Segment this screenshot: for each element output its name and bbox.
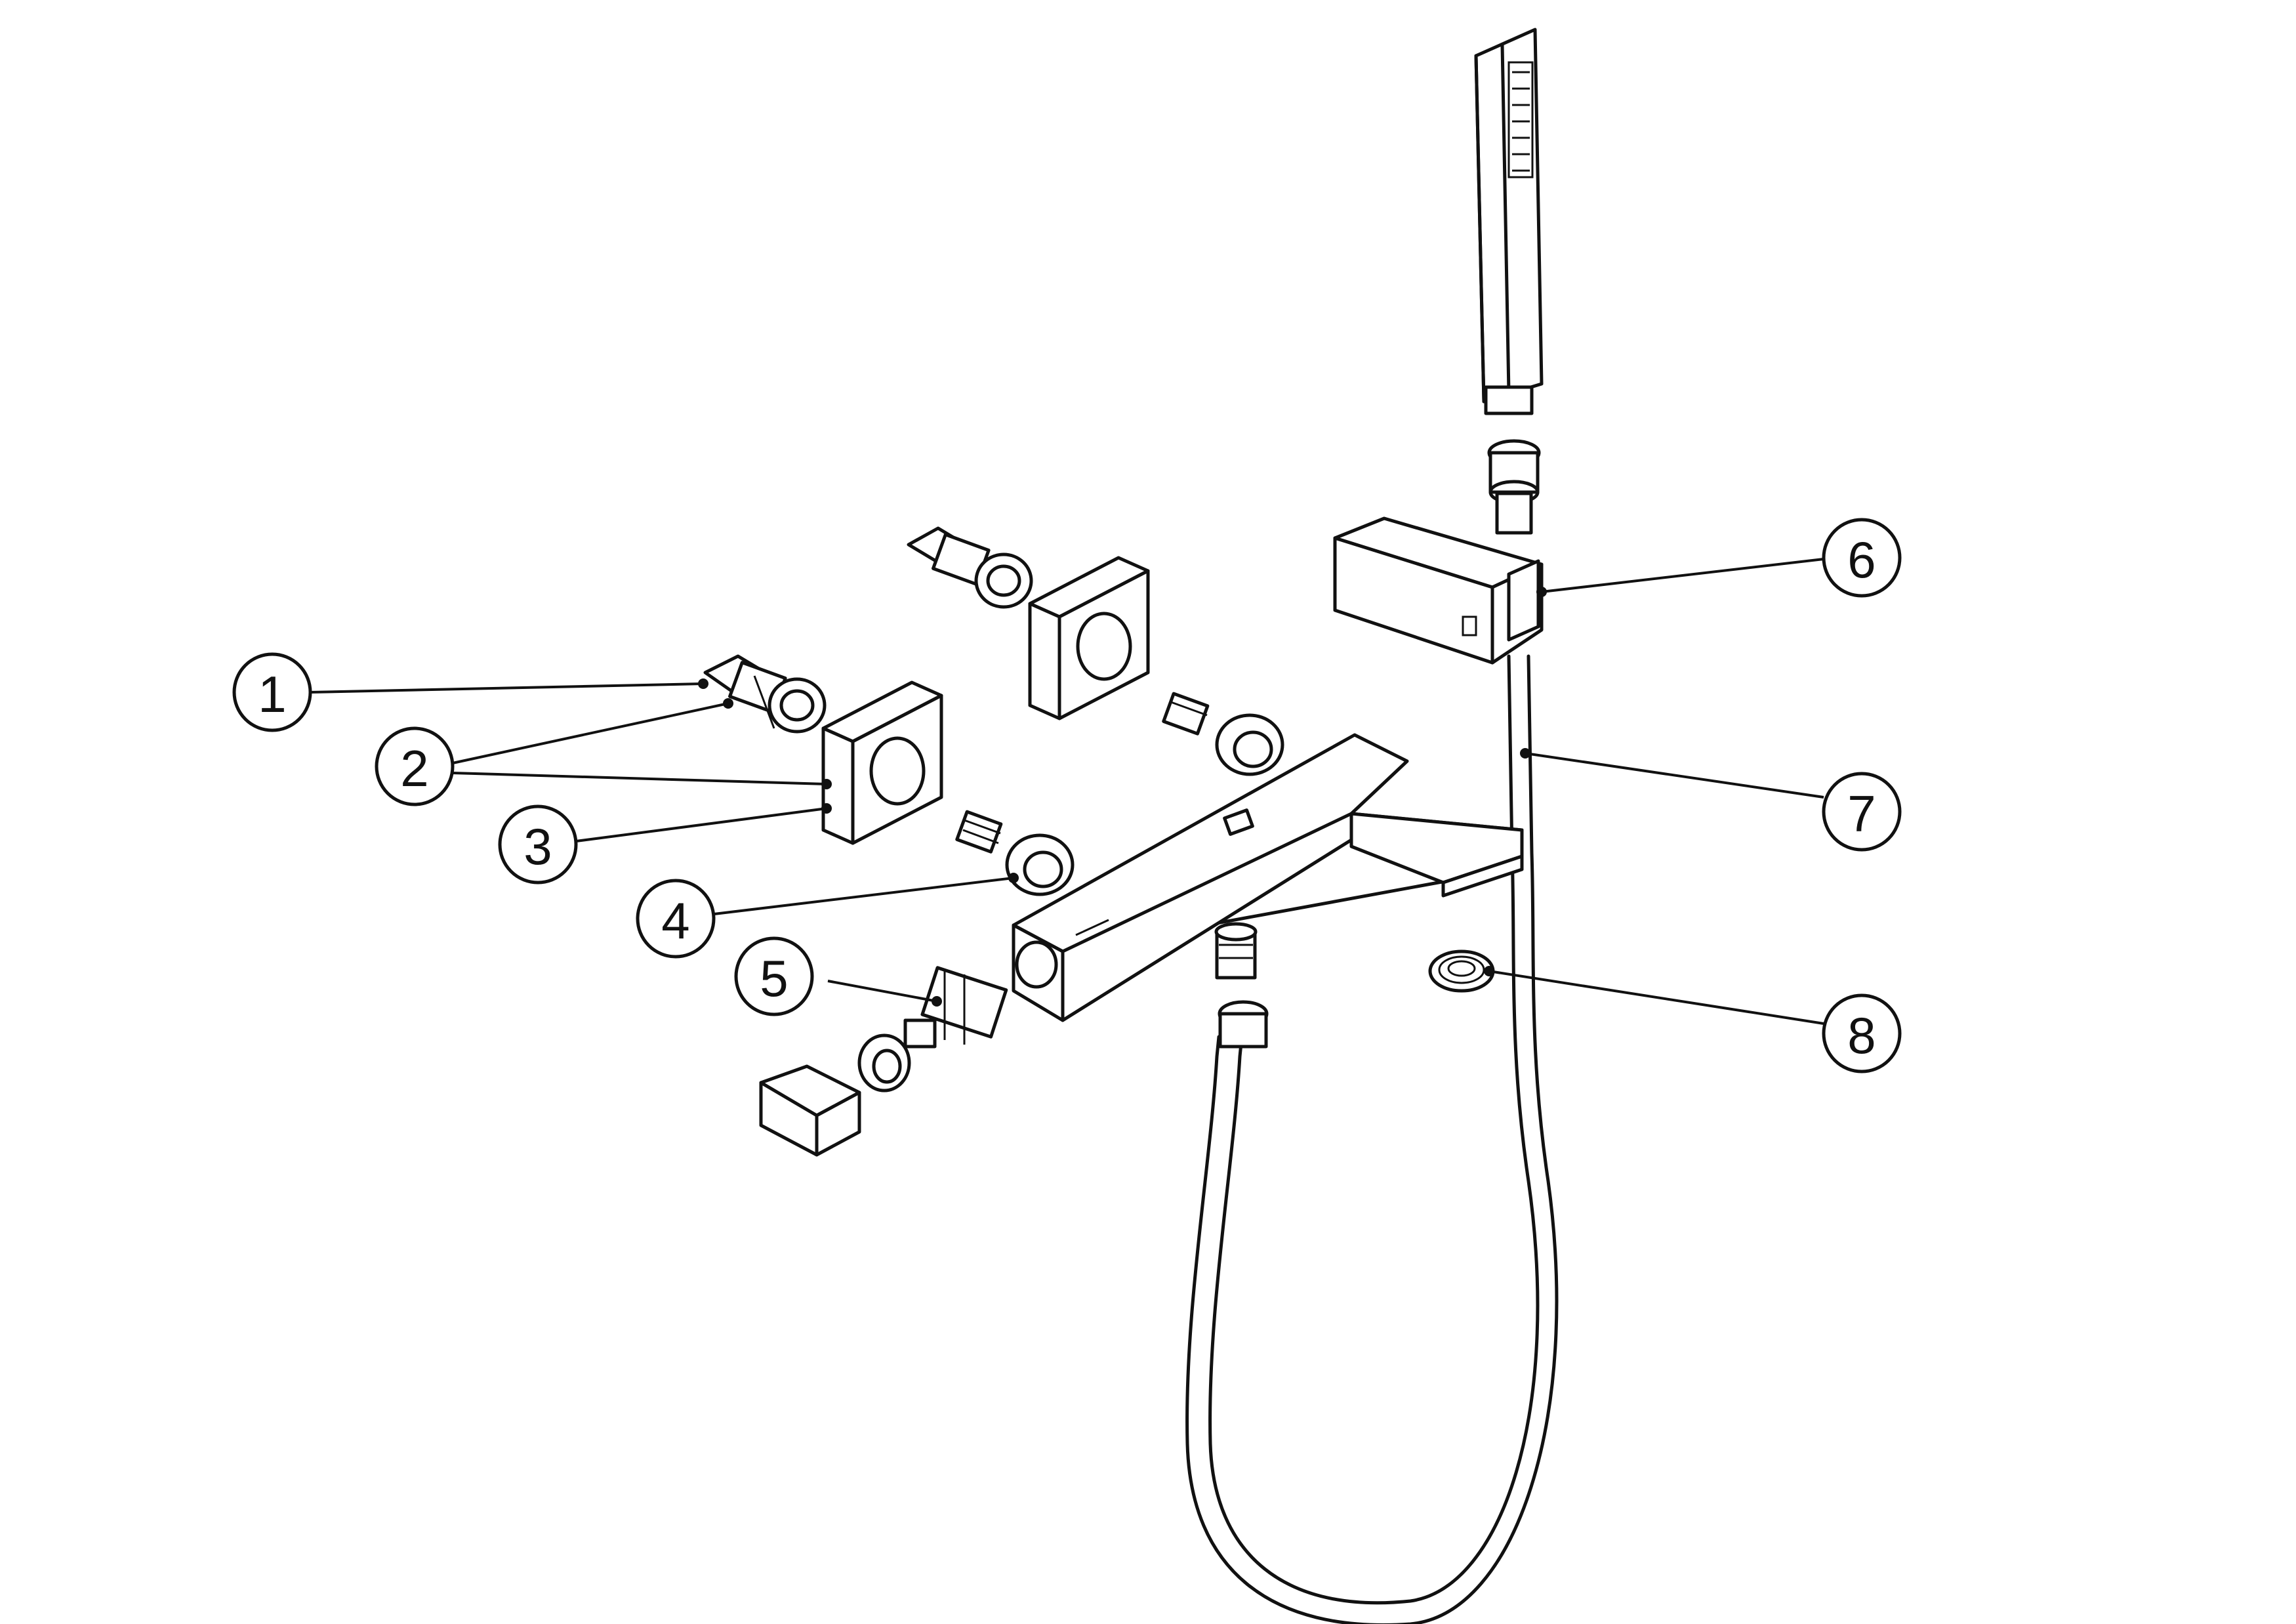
svg-text:3: 3 [523,818,552,875]
hose-nut-top [1487,439,1541,535]
svg-text:1: 1 [258,665,286,723]
rosette-right [1028,556,1150,720]
hose-connector [1214,922,1269,1049]
svg-text:5: 5 [760,949,788,1007]
svg-text:6: 6 [1847,531,1876,589]
nut-right [1162,692,1284,776]
aerator [1428,949,1495,993]
svg-text:4: 4 [661,892,689,949]
callout-7: 7 [1822,772,1902,852]
leader-lines [309,558,1824,1025]
svg-text:8: 8 [1847,1007,1876,1064]
callout-1: 1 [232,652,312,732]
shower-holder [1333,516,1544,665]
callout-8: 8 [1822,993,1902,1073]
cartridge [857,966,1008,1093]
svg-text:2: 2 [400,739,428,797]
callout-6: 6 [1822,518,1902,598]
eccentric-connector-right [907,526,1033,609]
mixer-body [1012,733,1524,1022]
eccentric-connector-left [703,654,827,734]
handle [759,1064,861,1157]
callout-2: 2 [375,726,455,806]
rosette-left [821,680,943,845]
callout-5: 5 [734,936,814,1016]
nut-left [955,810,1075,896]
hand-shower [1474,28,1544,415]
svg-text:7: 7 [1847,785,1876,843]
callout-4: 4 [636,879,716,959]
callout-3: 3 [498,804,578,885]
shower-hose [1185,654,1559,1624]
